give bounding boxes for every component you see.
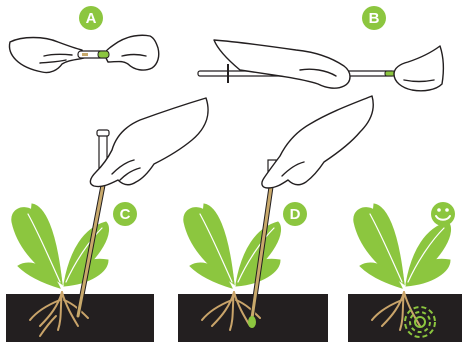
right-hand-a: [104, 35, 159, 70]
panel-result: [348, 202, 462, 342]
hand-d: [262, 96, 373, 188]
smiley-face-icon: [431, 202, 455, 226]
badge-b-label: B: [369, 10, 380, 27]
badge-d-label: D: [290, 206, 301, 223]
middle-hand-b: [214, 40, 350, 88]
released-capsule-d: [248, 316, 256, 328]
smiley-eye-right: [445, 208, 449, 212]
smiley-eye-left: [437, 208, 441, 212]
plant-c: [12, 204, 109, 288]
badge-d: D: [283, 202, 307, 226]
badge-a: A: [79, 6, 103, 30]
smiley-face-icon-circle: [431, 202, 455, 226]
panel-a: A: [9, 6, 158, 73]
capsule-cap: [98, 51, 109, 58]
panel-c: C: [6, 98, 208, 342]
badge-b: B: [362, 6, 386, 30]
panel-b: B: [198, 6, 443, 91]
capsule-content: [82, 53, 88, 56]
badge-c: C: [113, 202, 137, 226]
hand-c: [90, 98, 208, 187]
badge-a-label: A: [86, 10, 97, 27]
plunger-cap-c: [97, 130, 109, 136]
badge-c-label: C: [120, 206, 131, 223]
panel-d: D: [178, 96, 373, 342]
right-hand-b: [394, 46, 443, 91]
